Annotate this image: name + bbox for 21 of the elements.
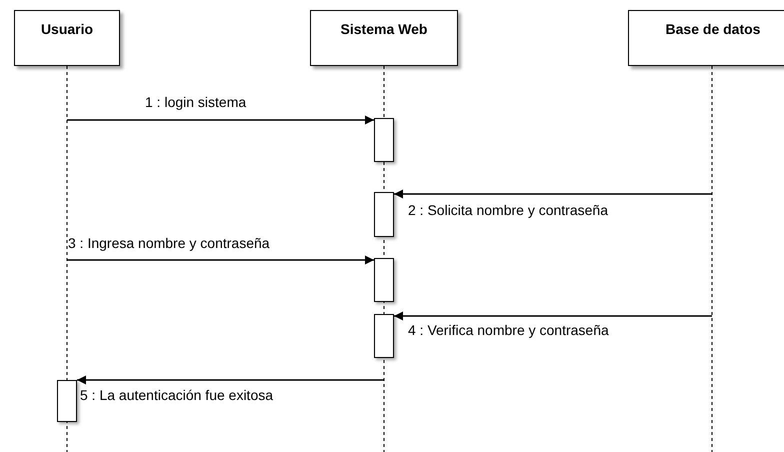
activation-bar	[374, 258, 394, 302]
lifeline-header	[628, 10, 784, 66]
activation-bar	[374, 192, 394, 237]
message-label: 5 : La autenticación fue exitosa	[80, 387, 274, 403]
message-label: 1 : login sistema	[145, 94, 246, 110]
message-arrow	[394, 190, 712, 198]
participant-name: Base de datos	[666, 21, 760, 37]
activation-bar	[374, 314, 394, 358]
lifeline-header	[310, 10, 458, 66]
lifeline-header	[14, 10, 120, 66]
message-label: 3 : Ingresa nombre y contraseña	[68, 235, 270, 251]
participant-name: Usuario	[40, 21, 94, 37]
activation-bar	[57, 380, 77, 422]
message-label: 4 : Verifica nombre y contraseña	[408, 322, 609, 338]
message-arrow	[67, 116, 374, 124]
message-arrow	[77, 376, 384, 384]
message-arrow	[67, 256, 374, 264]
message-arrow	[394, 312, 712, 320]
participant-name: Sistema Web	[340, 21, 428, 37]
activation-bar	[374, 118, 394, 162]
message-label: 2 : Solicita nombre y contraseña	[408, 202, 608, 218]
